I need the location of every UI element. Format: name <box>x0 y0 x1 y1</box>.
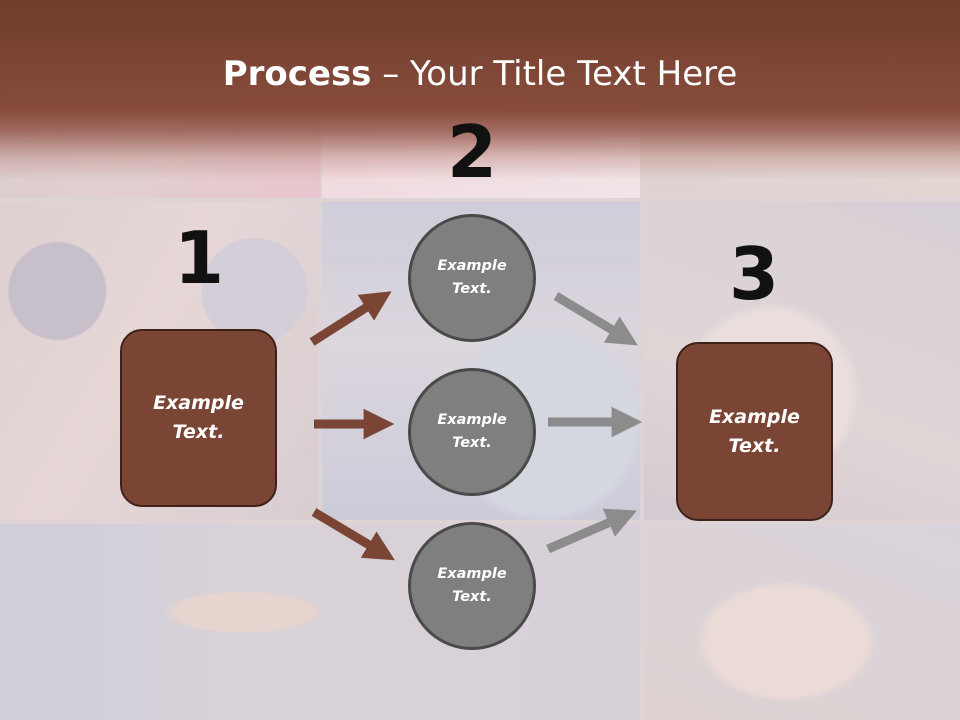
step-number-1: 1 <box>173 216 225 300</box>
step-2-circle-3[interactable]: Example Text. <box>408 522 536 650</box>
title-band <box>0 0 960 180</box>
slide-title[interactable]: Process – Your Title Text Here <box>0 52 960 96</box>
arrow-box1-to-circle1 <box>309 291 392 346</box>
step-3-label: Example Text. <box>709 405 800 457</box>
step-1-label: Example Text. <box>153 392 244 443</box>
step-number-2: 2 <box>446 110 498 194</box>
arrow-box1-to-circle3 <box>311 508 395 561</box>
circle-2-label: Example Text. <box>437 412 507 451</box>
step-1-box[interactable]: Example Text. <box>120 329 277 507</box>
arrow-circle1-to-box3 <box>553 292 638 346</box>
step-number-3: 3 <box>728 232 780 316</box>
circle-3-label: Example Text. <box>437 566 507 605</box>
step-2-circle-1[interactable]: Example Text. <box>408 214 536 342</box>
slide-title-bold: Process <box>222 54 372 94</box>
circle-1-label: Example Text. <box>437 258 507 297</box>
background-photo-bottom-right <box>644 524 960 720</box>
arrow-circle3-to-box3 <box>546 508 637 554</box>
step-3-box[interactable]: Example Text. <box>676 342 833 521</box>
background-photo-bottom-left <box>0 524 640 720</box>
step-2-circle-2[interactable]: Example Text. <box>408 368 536 496</box>
slide-title-rest: – Your Title Text Here <box>371 54 738 94</box>
